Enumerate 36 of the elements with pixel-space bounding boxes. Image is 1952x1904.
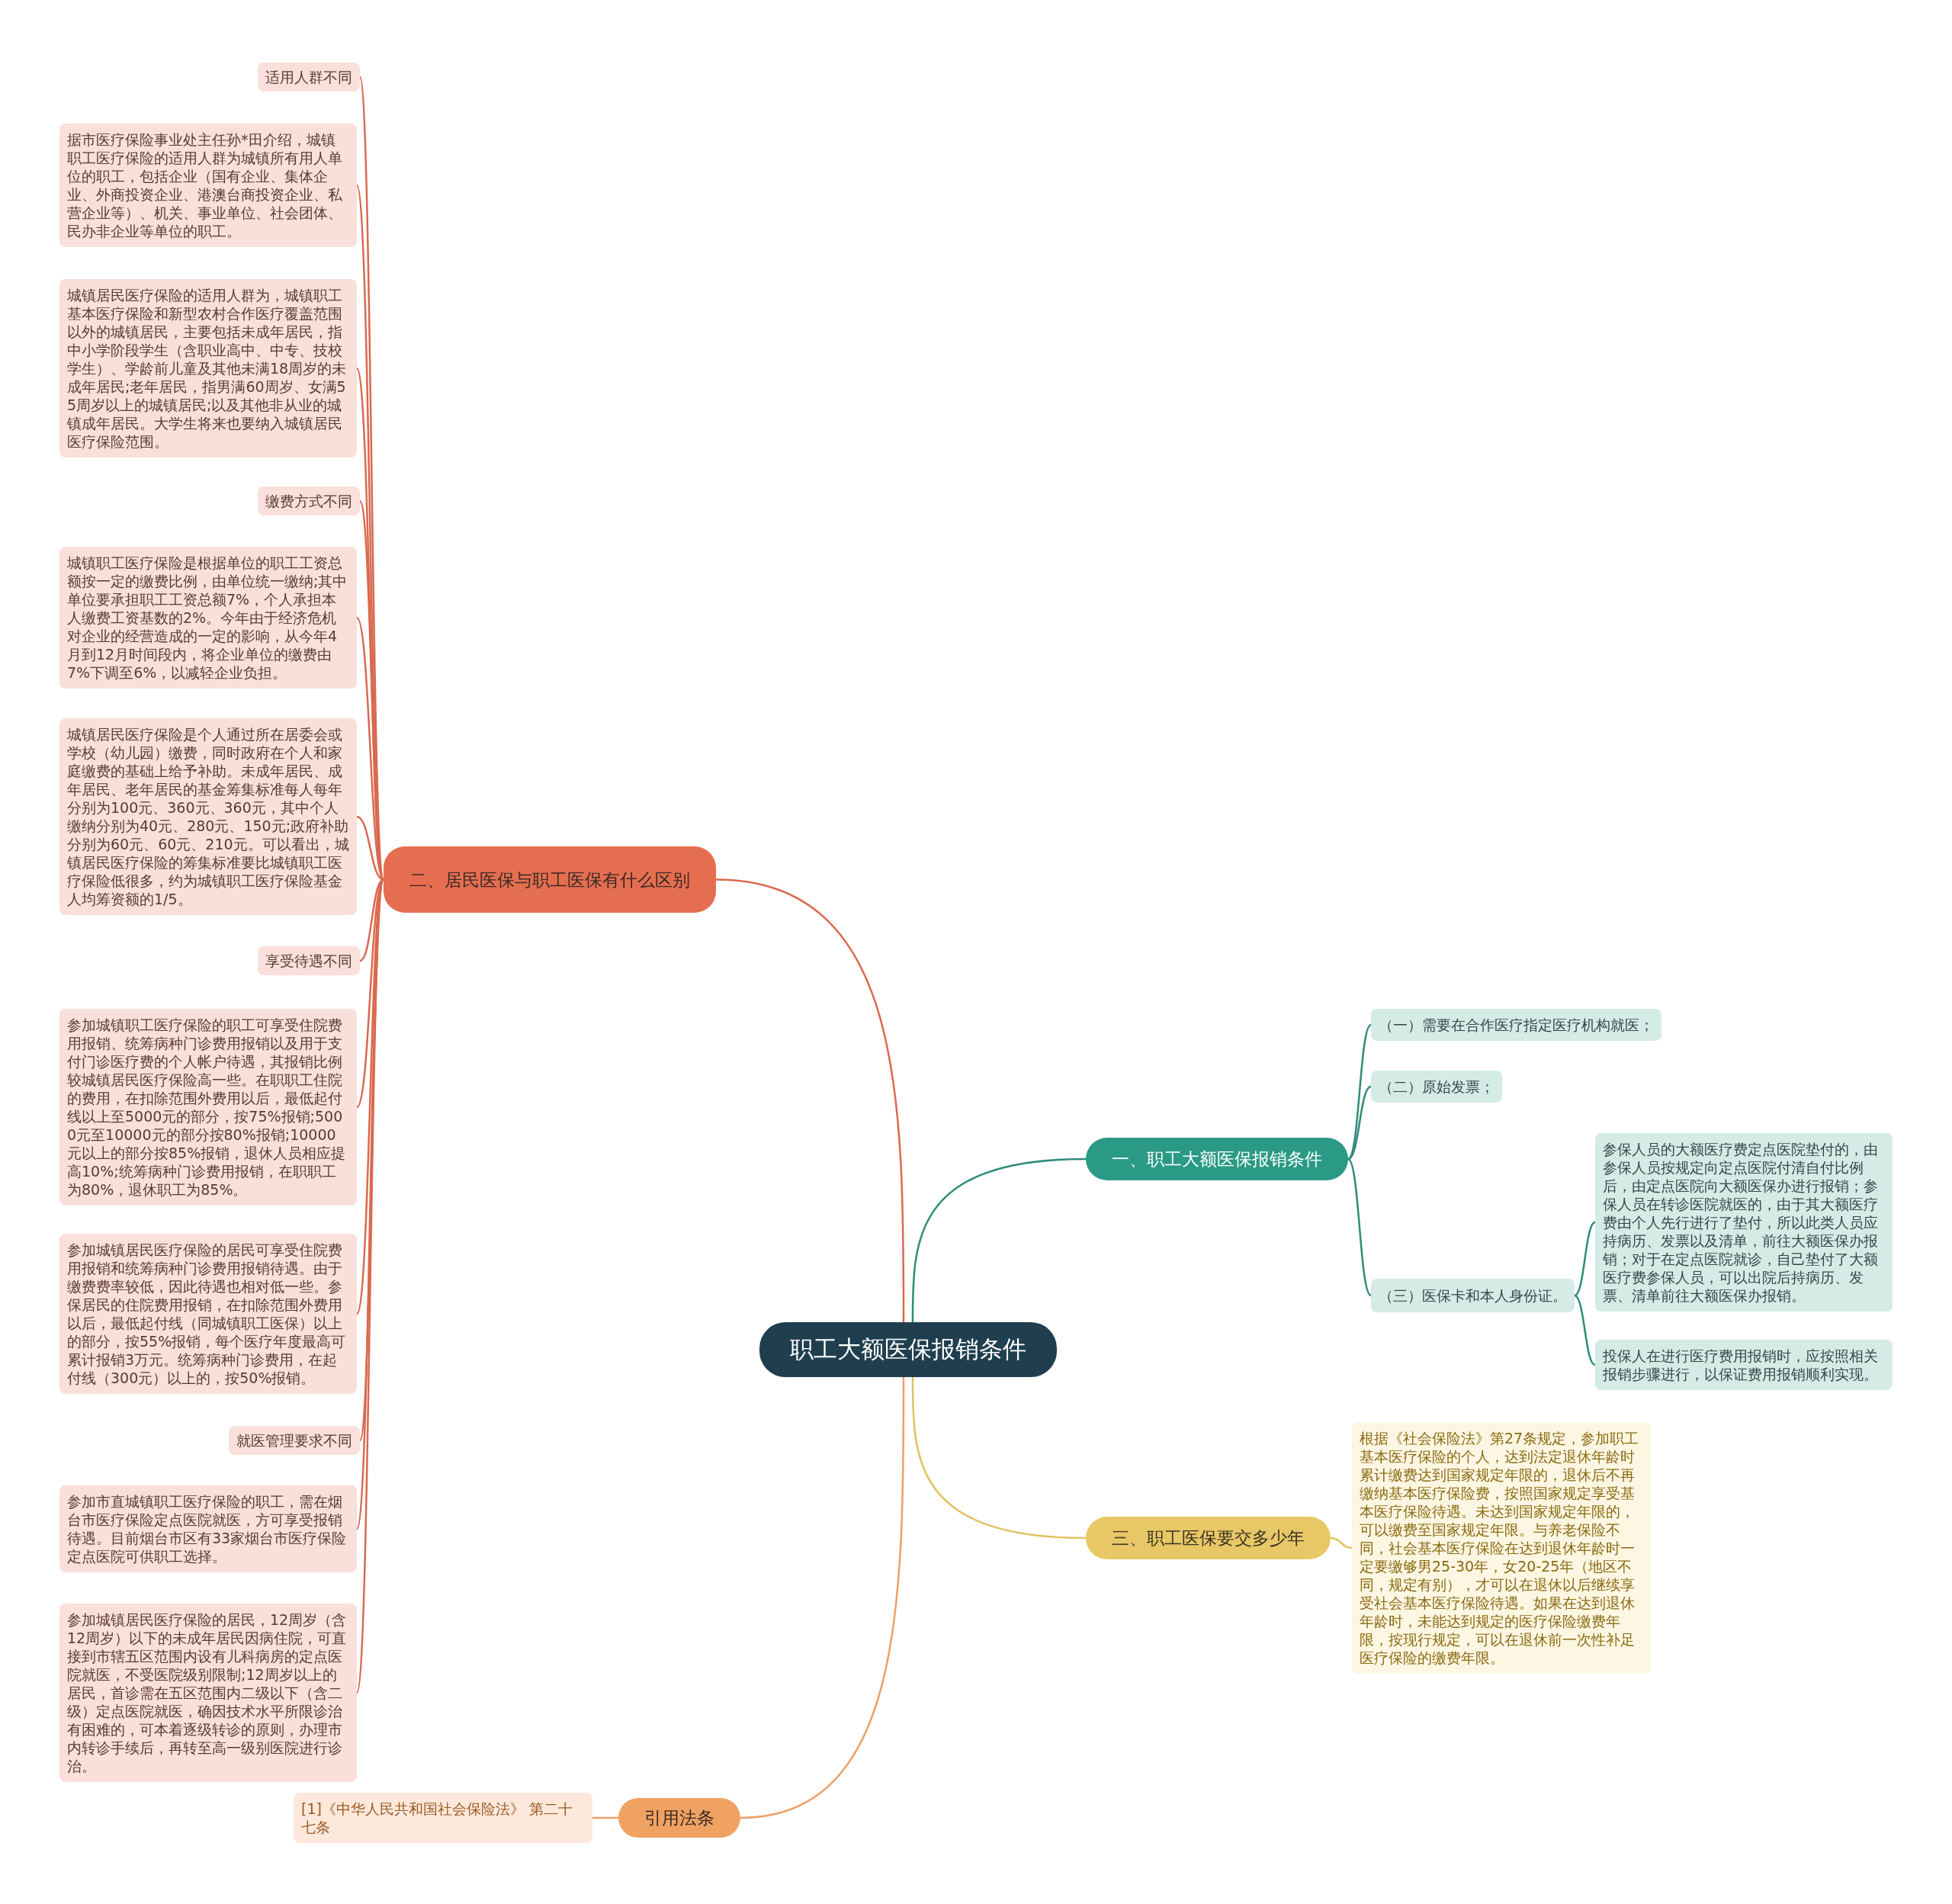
connector-line <box>740 1377 905 1819</box>
connector-line <box>911 1157 1087 1322</box>
note-box: 参加城镇职工医疗保险的职工可享受住院费用报销、统筹病种门诊费用报销以及用于支付门诊医疗费的个人帐户待遇，其报销比例较城镇居民医疗保险高一些。在职职工住院的费用，在扣除范围外费用以后，最低起付线以上至5000元的部分，按75%报销;5000元至10000元的部分按80%报销;10000元以上的部分按85%报销，退休人员相应提高10%;统筹病种门诊费用报销，在职职工为80%，退休职工为85%。 <box>59 1009 357 1206</box>
note-box: 参加市直城镇职工医疗保险的职工，需在烟台市医疗保险定点医院就医，方可享受报销待遇。目前烟台市区有33家烟台市医疗保险定点医院可供职工选择。 <box>59 1485 357 1572</box>
note-box: 城镇职工医疗保险是根据单位的职工工资总额按一定的缴费比例，由单位统一缴纳;其中单位要承担职工工资总额7%，个人承担本人缴费工资基数的2%。今年由于经济危机对企业的经营造成的一定的影响，从今年4月到12月时间段内，将企业单位的缴费由7%下调至6%，以减轻企业负担。 <box>59 547 357 689</box>
note-box: 参保人员的大额医疗费定点医院垫付的，由参保人员按规定向定点医院付清自付比例后，由定点医院向大额医保办进行报销；参保人员在转诊医院就医的，由于其大额医疗费由个人先行进行了垫付，所以此类人员应持病历、发票以及清单，前往大额医保办报销；对于在定点医院就诊，自己垫付了大额医疗费参保人员，可以出院后持病历、发票、清单前往大额医保办报销。 <box>1595 1133 1893 1312</box>
branch-topic: 一、职工大额医保报销条件 <box>1086 1138 1348 1180</box>
branch-topic: 引用法条 <box>618 1798 740 1838</box>
note-box: 参加城镇居民医疗保险的居民，12周岁（含12周岁）以下的未成年居民因病住院，可直接到市辖五区范围内设有儿科病房的定点医院就医，不受医院级别限制;12周岁以上的居民，首诊需在五区范围内二级以下（含二级）定点医院就医，确因技术水平所限诊治有困难的，可本着逐级转诊的原则，办理市内转诊手续后，再转至高一级别医院进行诊治。 <box>59 1604 357 1782</box>
note-box: 城镇居民医疗保险的适用人群为，城镇职工基本医疗保险和新型农村合作医疗覆盖范围以外的城镇居民，主要包括未成年居民，指中小学阶段学生（含职业高中、中专、技校学生）、学龄前儿童及其他未满18周岁的未成年居民;老年居民，指男满60周岁、女满55周岁以上的城镇居民;以及其他非从业的城镇成年居民。大学生将来也要纳入城镇居民医疗保险范围。 <box>59 279 357 458</box>
connector-line <box>715 878 905 1322</box>
note-box: 根据《社会保险法》第27条规定，参加职工基本医疗保险的个人，达到法定退休年龄时累计缴费达到国家规定年限的，退休后不再缴纳基本医疗保险费，按照国家规定享受基本医疗保险待遇。未达到国家规定年限的，可以缴费至国家规定年限。与养老保险不同，社会基本医疗保险在达到退休年龄时一定要缴够男25-30年，女20-25年（地区不同，规定有别），才可以在退休以后继续享受社会基本医疗保险待遇。如果在达到退休年龄时，未能达到规定的医疗保险缴费年限，按现行规定，可以在退休前一次性补足医疗保险的缴费年限。 <box>1352 1422 1651 1674</box>
note-box: 投保人在进行医疗费用报销时，应按照相关报销步骤进行，以保证费用报销顺利实现。 <box>1595 1340 1893 1390</box>
subtopic-box: 享受待遇不同 <box>258 946 360 975</box>
connector-line <box>356 815 384 881</box>
subtopic-box: 就医管理要求不同 <box>229 1426 360 1455</box>
connector-line <box>1574 1294 1596 1366</box>
subtopic-box: （一）需要在合作医疗指定医疗机构就医； <box>1371 1009 1661 1041</box>
subtopic-box: 缴费方式不同 <box>258 486 360 515</box>
connector-line <box>592 1816 618 1819</box>
branch-topic: 二、居民医保与职工医保有什么区别 <box>384 846 716 913</box>
note-box: 参加城镇居民医疗保险的居民可享受住院费用报销和统筹病种门诊费用报销待遇。由于缴费费率较低，因此待遇也相对低一些。参保居民的住院费用报销，在扣除范围外费用以后，最低起付线（同城镇职工医保）以上的部分，按55%报销，每个医疗年度最高可累计报销3万元。统筹病种门诊费用，在起付线（300元）以上的，按50%报销。 <box>59 1234 357 1394</box>
subtopic-box: 适用人群不同 <box>258 63 360 92</box>
connector-line <box>1347 1085 1372 1161</box>
connector-line <box>1347 1158 1372 1296</box>
subtopic-box: （二）原始发票； <box>1371 1071 1502 1103</box>
connector-line <box>1330 1536 1353 1549</box>
connector-line <box>359 878 384 962</box>
subtopic-box: （三）医保卡和本人身份证。 <box>1371 1279 1575 1312</box>
note-box: 据市医疗保险事业处主任孙*田介绍，城镇职工医疗保险的适用人群为城镇所有用人单位的职工，包括企业（国有企业、集体企业、外商投资企业、港澳台商投资企业、私营企业等）、机关、事业单位、社会团体、民办非企业等单位的职工。 <box>59 124 357 247</box>
connector-line <box>911 1377 1087 1540</box>
reference-box: [1]《中华人民共和国社会保险法》 第二十七条 <box>294 1793 592 1843</box>
connector-line <box>1574 1221 1596 1297</box>
central-topic: 职工大额医保报销条件 <box>759 1322 1057 1377</box>
note-box: 城镇居民医疗保险是个人通过所在居委会或学校（幼儿园）缴费，同时政府在个人和家庭缴费的基础上给予补助。未成年居民、成年居民、老年居民的基金筹集标准每人每年分别为100元、360元、360元，其中个人缴纳分别为40元、280元、150元;政府补助分别为60元、60元、210元。可以看出，城镇居民医疗保险的筹集标准要比城镇职工医疗保险低很多，约为城镇职工医疗保险基金人均筹资额的1/5。 <box>59 718 357 915</box>
branch-topic: 三、职工医保要交多少年 <box>1086 1517 1331 1559</box>
